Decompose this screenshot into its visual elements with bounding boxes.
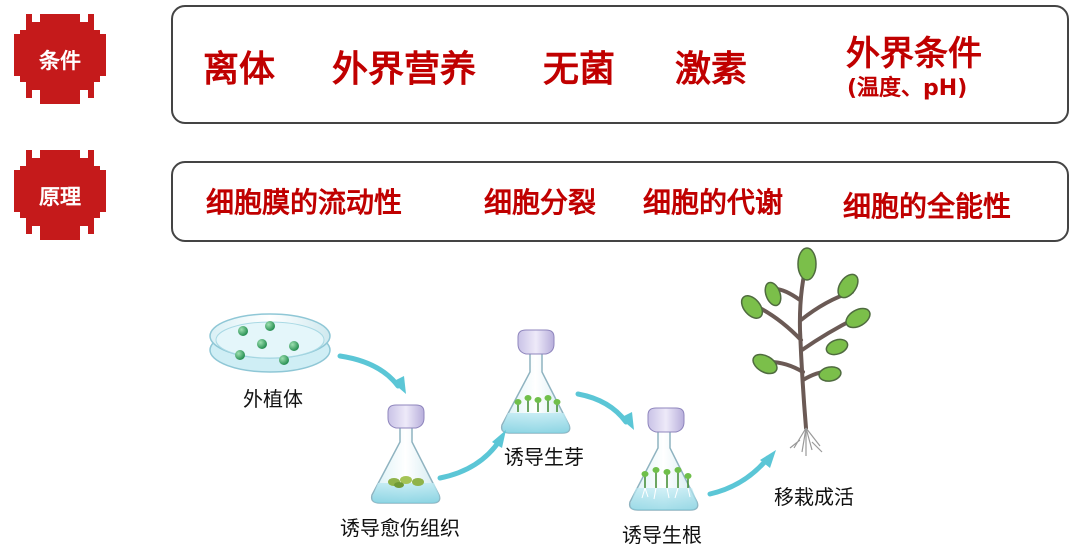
condition-item-isolated: 离体 bbox=[203, 49, 276, 90]
principle-item-metabolism: 细胞的代谢 bbox=[643, 186, 784, 219]
step-label-transplant: 移栽成活 bbox=[774, 485, 854, 509]
condition-item-nutrients: 外界营养 bbox=[332, 49, 477, 90]
arrow-heads bbox=[392, 376, 776, 468]
principle-item-totipotency: 细胞的全能性 bbox=[843, 190, 1012, 223]
flask-shoots bbox=[500, 329, 571, 434]
condition-item-hormones: 激素 bbox=[675, 49, 748, 90]
step-label-callus: 诱导愈伤组织 bbox=[340, 516, 460, 540]
condition-item-environment: 外界条件 bbox=[846, 34, 982, 74]
condition-environment-note: (温度、pH) bbox=[847, 76, 968, 101]
flask-roots bbox=[628, 407, 699, 511]
condition-item-sterile: 无菌 bbox=[543, 49, 616, 90]
petri-dish bbox=[209, 313, 331, 373]
conditions-badge-shape bbox=[14, 14, 106, 104]
step-label-shoots: 诱导生芽 bbox=[504, 445, 584, 469]
step-label-roots: 诱导生根 bbox=[622, 523, 702, 547]
principles-badge-label: 原理 bbox=[39, 185, 81, 209]
conditions-panel bbox=[171, 5, 1069, 124]
step-label-explant: 外植体 bbox=[243, 387, 303, 411]
principles-panel bbox=[171, 161, 1069, 242]
principle-item-division: 细胞分裂 bbox=[484, 186, 597, 219]
principle-item-membrane: 细胞膜的流动性 bbox=[206, 186, 403, 219]
conditions-badge-label: 条件 bbox=[39, 49, 81, 73]
transplanted-plant bbox=[740, 247, 871, 456]
principles-badge-shape bbox=[14, 150, 106, 240]
flask-callus bbox=[370, 404, 441, 504]
